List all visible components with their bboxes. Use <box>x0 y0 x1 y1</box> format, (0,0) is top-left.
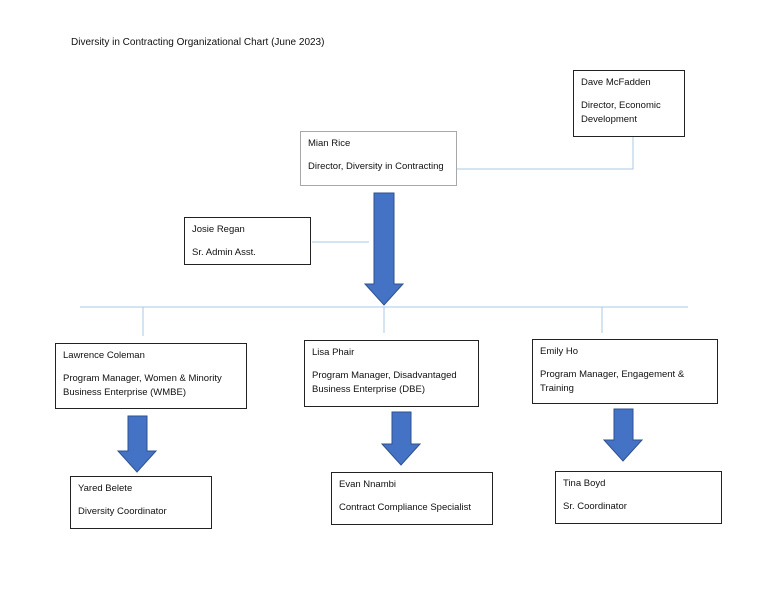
connector-mian-dave <box>456 136 634 170</box>
node-dave-mcfadden: Dave McFadden Director, Economic Develop… <box>573 70 685 137</box>
node-name: Lawrence Coleman <box>63 350 145 361</box>
node-role: Diversity Coordinator <box>78 506 167 517</box>
node-lisa-phair: Lisa Phair Program Manager, Disadvantage… <box>304 340 479 407</box>
node-role: Program Manager, Disadvantaged Business … <box>312 370 457 395</box>
node-emily-ho: Emily Ho Program Manager, Engagement & T… <box>532 339 718 404</box>
node-mian-rice: Mian Rice Director, Diversity in Contrac… <box>300 131 457 186</box>
down-arrow-emily <box>602 408 644 462</box>
node-role: Contract Compliance Specialist <box>339 502 472 513</box>
node-role: Program Manager, Engagement & Training <box>540 369 685 394</box>
node-role: Sr. Coordinator <box>563 501 627 512</box>
node-name: Evan Nnambi <box>339 479 397 490</box>
node-name: Dave McFadden <box>581 77 651 88</box>
down-arrow-lisa <box>380 411 422 466</box>
node-name: Yared Belete <box>78 483 133 494</box>
node-name: Lisa Phair <box>312 347 355 358</box>
node-lawrence-coleman: Lawrence Coleman Program Manager, Women … <box>55 343 247 409</box>
down-arrow-main <box>363 192 405 306</box>
node-josie-regan: Josie Regan Sr. Admin Asst. <box>184 217 311 265</box>
node-name: Tina Boyd <box>563 478 606 489</box>
down-arrow-lawrence <box>116 415 158 473</box>
node-tina-boyd: Tina Boyd Sr. Coordinator <box>555 471 722 524</box>
node-role: Director, Diversity in Contracting <box>308 161 444 172</box>
node-yared-belete: Yared Belete Diversity Coordinator <box>70 476 212 529</box>
node-name: Mian Rice <box>308 138 351 149</box>
node-name: Josie Regan <box>192 224 245 235</box>
node-role: Sr. Admin Asst. <box>192 247 256 258</box>
node-evan-nnambi: Evan Nnambi Contract Compliance Speciali… <box>331 472 493 525</box>
node-role: Director, Economic Development <box>581 100 661 125</box>
node-role: Program Manager, Women & Minority Busine… <box>63 373 222 398</box>
chart-title: Diversity in Contracting Organizational … <box>71 37 325 48</box>
node-name: Emily Ho <box>540 346 579 357</box>
